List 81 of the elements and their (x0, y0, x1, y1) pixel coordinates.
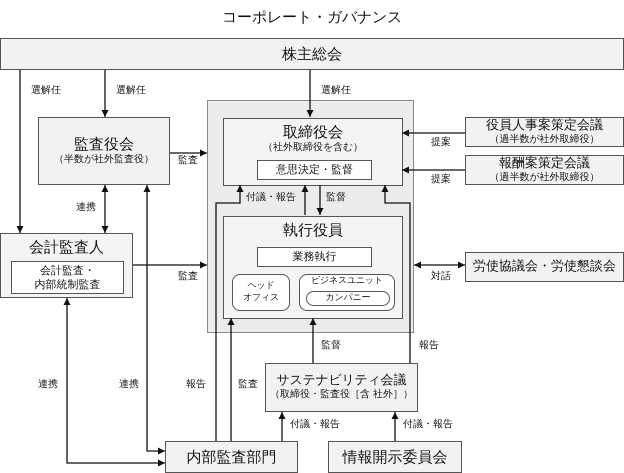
node-subtitle: （取締役・監査役［含 社外］） (270, 389, 414, 402)
edge-label: 選解任 (320, 86, 352, 96)
arrow (16, 70, 24, 233)
arrow (316, 185, 324, 215)
edge-label: 連携 (118, 380, 140, 390)
arrow (133, 262, 207, 268)
edge-label: 監査 (177, 272, 199, 282)
node-title: 情報開示委員会 (342, 448, 448, 466)
edge-label: 報告 (185, 380, 207, 390)
process-box (465, 117, 624, 147)
edge-label: 付議・報告 (289, 420, 341, 430)
edge-label: 選解任 (30, 86, 62, 96)
node-subtitle: （社外取締役を含む） (263, 142, 363, 154)
process-box (257, 160, 372, 180)
process-box (465, 155, 624, 185)
rounded-box (232, 274, 290, 311)
node-title: 労使協議会・労使懇談会 (473, 258, 616, 276)
arrow (414, 262, 465, 268)
arrow (402, 130, 465, 136)
arrow (215, 185, 244, 441)
node-title: 会計監査・ (40, 264, 95, 278)
process-box (38, 117, 170, 185)
arrow (402, 166, 465, 174)
process-box (328, 441, 462, 473)
node-subtitle: オフィス (243, 292, 279, 304)
edge-label: 選解任 (115, 86, 147, 96)
pill-shape (306, 291, 390, 306)
arrow (170, 150, 207, 156)
node-title: サステナビリティ会議 (276, 373, 406, 388)
node-subtitle: 内部統制監査 (34, 278, 100, 292)
arrow (228, 318, 234, 441)
process-box (265, 363, 418, 412)
group-container (207, 100, 414, 333)
node-title: 執行役員 (283, 221, 343, 240)
process-box (0, 38, 624, 70)
process-box (465, 252, 624, 282)
edge-label: 監査 (237, 380, 259, 390)
node-title: 内部監査部門 (186, 448, 276, 466)
node-title: カンパニー (326, 294, 370, 303)
arrow (392, 412, 398, 441)
arrow (144, 185, 165, 454)
node-title: 取締役会 (283, 123, 343, 142)
arrow (302, 185, 308, 215)
edge-label: 提案 (430, 175, 452, 185)
node-title: 意思決定・監督 (276, 163, 353, 177)
node-subtitle: （過半数が社外取締役） (490, 134, 600, 146)
arrow (382, 185, 411, 363)
node-subtitle: （半数が社外監査役） (54, 154, 154, 167)
edge-label: 付議・報告 (245, 193, 297, 203)
edge-label: 提案 (430, 138, 452, 148)
arrow (278, 412, 286, 441)
arrow (102, 185, 108, 233)
node-title: 監査役会 (74, 135, 134, 154)
rounded-box (299, 274, 395, 311)
arrow (102, 70, 108, 117)
edge-label: 監督 (325, 193, 347, 203)
edge-label: 連携 (37, 380, 59, 390)
process-box (223, 216, 403, 319)
process-box (165, 441, 298, 473)
node-title: ビジネスユニット (311, 276, 383, 288)
edge-label: 監督 (320, 341, 342, 351)
process-box (0, 233, 133, 298)
node-title: ヘッド (248, 281, 274, 292)
edge-label: 報告 (418, 341, 440, 351)
edge-label: 付議・報告 (402, 420, 454, 430)
diagram-title: コーポレート・ガバナンス (222, 6, 402, 28)
node-subtitle: （過半数が社外取締役） (490, 172, 600, 184)
arrow (64, 298, 165, 466)
node-title: 株主総会 (282, 44, 342, 64)
process-box (223, 118, 403, 186)
arrow (306, 70, 314, 117)
edge-label: 連携 (75, 203, 97, 213)
node-title: 会計監査人 (29, 238, 104, 257)
node-title: 役員人事案策定会議 (486, 118, 603, 134)
node-title: 報酬案策定会議 (499, 156, 590, 172)
node-title: 業務執行 (292, 250, 336, 264)
process-box (257, 247, 372, 267)
arrow (310, 318, 316, 363)
edge-label: 監査 (177, 156, 199, 166)
process-box (11, 261, 124, 294)
edge-label: 対話 (430, 272, 452, 282)
